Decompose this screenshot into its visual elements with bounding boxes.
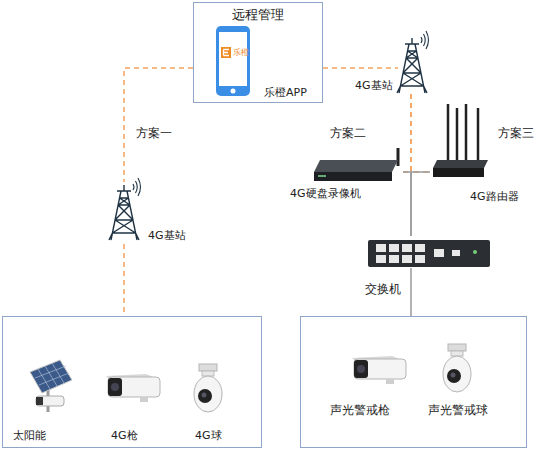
- connector-line: [403, 172, 411, 236]
- device-node: 太阳能: [11, 357, 81, 445]
- group-box: 太阳能 4G枪 4G球: [2, 316, 262, 448]
- connector-line: [124, 68, 193, 182]
- bullet-camera-icon: [352, 356, 406, 384]
- node-text: 声光警戒枪: [330, 403, 390, 417]
- node-text: 4G基站: [148, 229, 186, 242]
- tower-icon: [397, 31, 429, 93]
- connector-line: [123, 244, 125, 316]
- bullet-camera-icon: [106, 374, 160, 402]
- node-text: 远程管理: [194, 7, 322, 23]
- device-node: 4G硬盘录像机: [285, 150, 403, 202]
- device-node: 声光警戒球: [426, 341, 506, 421]
- group-box: 声光警戒枪 声光警戒球: [300, 316, 527, 448]
- node-text: 4G基站: [355, 79, 393, 92]
- node-text: 4G枪: [111, 429, 138, 442]
- node-text: 太阳能: [13, 429, 46, 442]
- tower-node: 4G基站: [106, 182, 186, 244]
- switch-icon: [368, 240, 490, 267]
- device-node: 4G球: [189, 361, 229, 447]
- node-text: 4G路由器: [470, 190, 519, 203]
- device-node: 声光警戒枪: [328, 351, 412, 421]
- tower-icon: [109, 178, 141, 240]
- node-text: 乐橙APP: [264, 86, 307, 99]
- device-node: 4G枪: [103, 367, 165, 447]
- scheme-label: 方案二: [330, 126, 366, 140]
- node-text: 交换机: [365, 282, 401, 296]
- tower-node: 4G基站: [352, 38, 432, 94]
- node-text: 4G球: [195, 429, 222, 442]
- connector-line: [410, 268, 412, 316]
- connector-line: [323, 67, 398, 69]
- nvr-icon: [314, 148, 398, 181]
- device-node: 交换机: [365, 236, 493, 298]
- app-node: 乐橙乐橙APP: [214, 25, 321, 101]
- connector-line: [411, 94, 430, 172]
- group-box: 远程管理乐橙乐橙APP: [193, 2, 323, 103]
- connector-line: [403, 94, 411, 172]
- scheme-label: 方案一: [136, 126, 172, 140]
- connector-line: [411, 172, 430, 236]
- solar-icon: [30, 360, 72, 412]
- node-text: 乐橙: [233, 48, 249, 58]
- router-icon: [433, 104, 488, 177]
- node-text: 声光警戒球: [428, 403, 488, 417]
- device-node: 4G路由器: [430, 100, 525, 206]
- dome-camera-icon: [194, 364, 222, 412]
- node-text: 4G硬盘录像机: [290, 187, 361, 200]
- dome-camera-icon: [443, 344, 471, 392]
- scheme-label: 方案三: [498, 126, 534, 140]
- phone-icon: [216, 26, 250, 96]
